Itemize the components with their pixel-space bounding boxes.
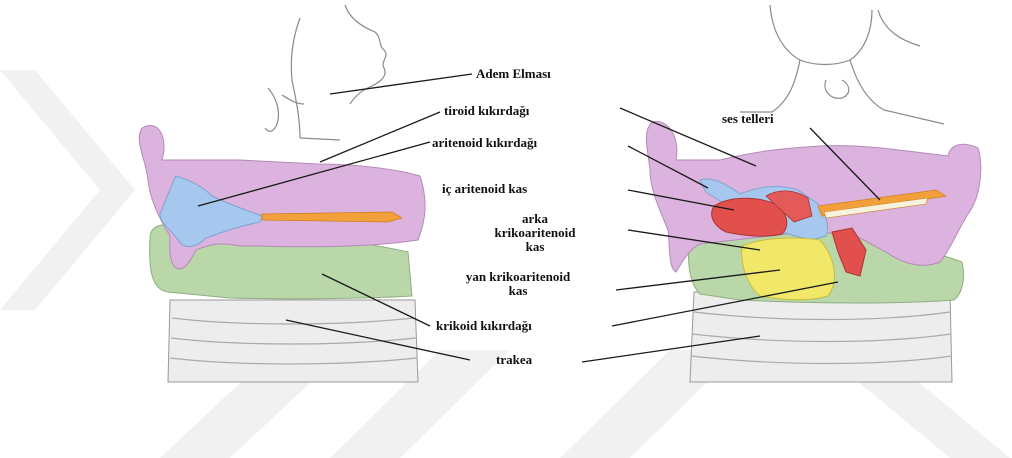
label-trakea: trakea xyxy=(496,353,532,367)
label-aritenoid: aritenoid kıkırdağı xyxy=(432,136,537,150)
leader-tiroid xyxy=(320,112,440,162)
vocal-cord-left xyxy=(262,212,402,222)
leader-adem-elmasi xyxy=(330,74,472,94)
trachea-right xyxy=(690,292,952,382)
label-arka-line1: arka xyxy=(442,212,628,226)
label-yan-line1: yan krikoaritenoid xyxy=(420,270,616,284)
label-krikoid: krikoid kıkırdağı xyxy=(436,319,532,333)
head-sketch-right xyxy=(740,5,944,124)
label-yan-line2: kas xyxy=(420,284,616,298)
label-adem-elmasi: Adem Elması xyxy=(476,67,551,81)
label-arka-line2: krikoaritenoid xyxy=(442,226,628,240)
label-arka-line3: kas xyxy=(442,240,628,254)
head-sketch-left xyxy=(265,5,386,140)
lateral-cricoarytenoid-muscle xyxy=(742,238,835,300)
label-ic-aritenoid: iç aritenoid kas xyxy=(442,182,527,196)
label-arka-krikoaritenoid: arka krikoaritenoid kas xyxy=(442,212,628,254)
label-yan-krikoaritenoid: yan krikoaritenoid kas xyxy=(420,270,616,298)
label-tiroid: tiroid kıkırdağı xyxy=(444,104,529,118)
label-ses-telleri: ses telleri xyxy=(722,112,774,126)
